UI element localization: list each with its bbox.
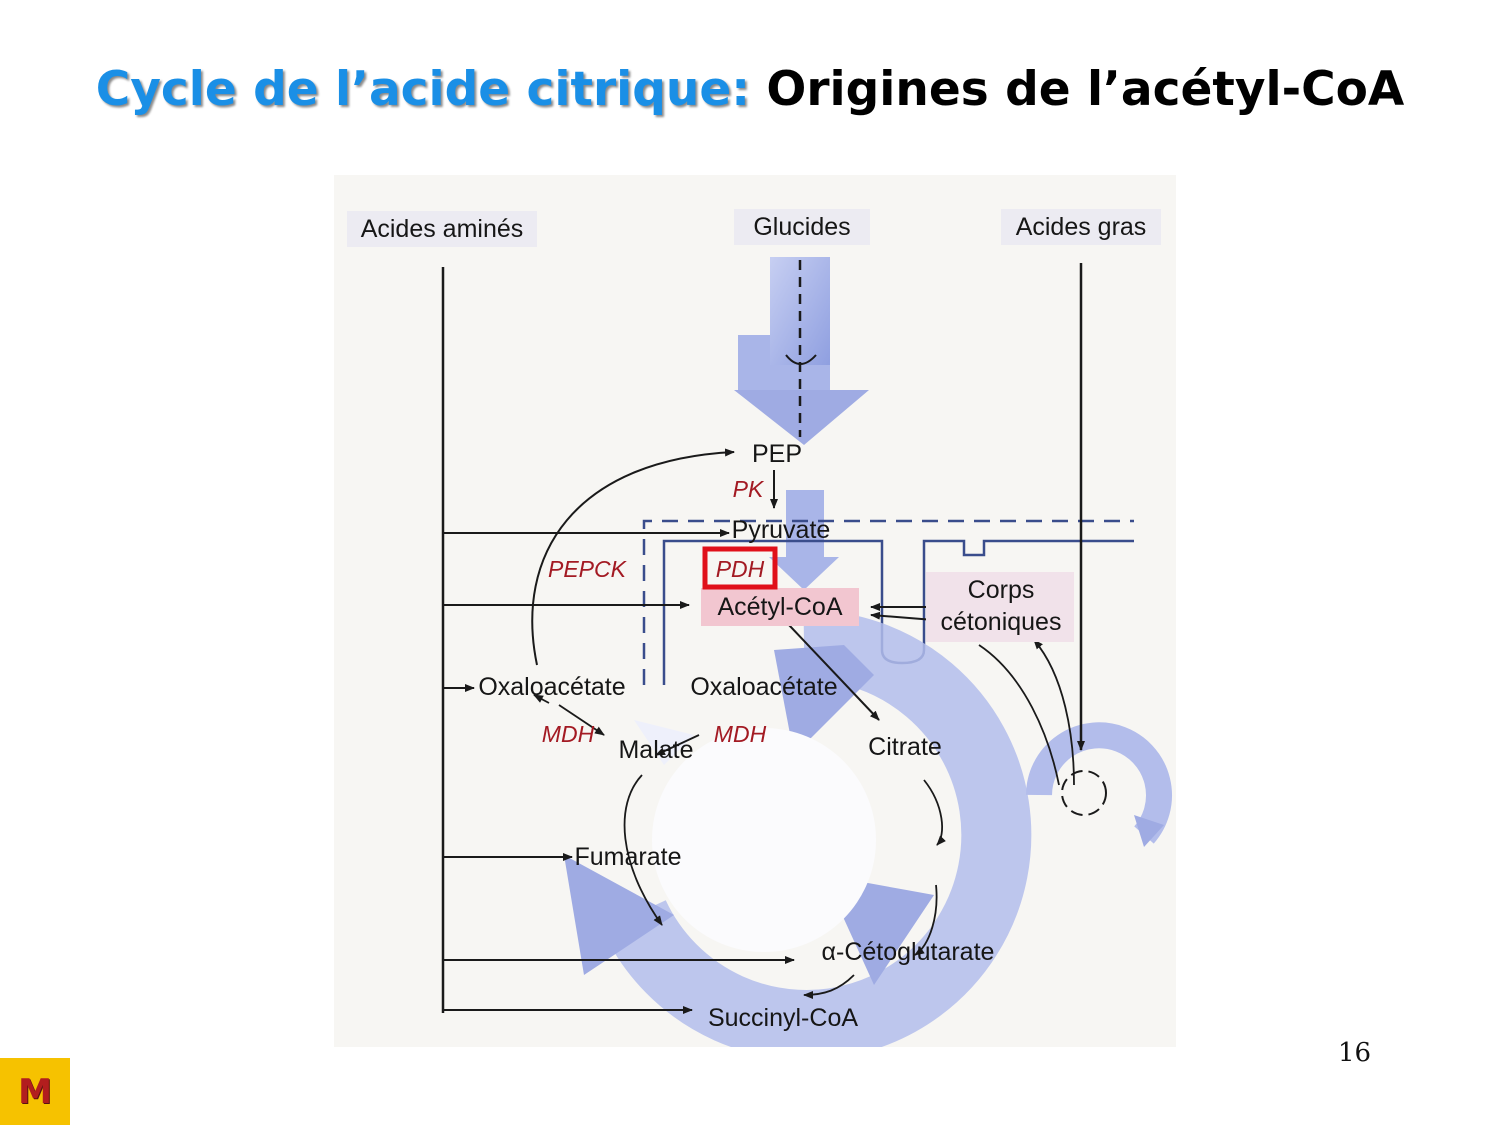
logo: M: [0, 1058, 70, 1125]
pathway-arrows: [531, 448, 1075, 999]
succinyl-coa-label: Succinyl-CoA: [708, 1004, 858, 1032]
logo-letter: M: [18, 1071, 52, 1112]
amino-acids-label: Acides aminés: [361, 215, 524, 243]
acetyl-coa-box: [701, 588, 859, 626]
title-part-2: Origines de l’acétyl-CoA: [766, 62, 1405, 117]
pepck-enzyme-label: PEPCK: [548, 556, 628, 582]
pep-label: PEP: [752, 440, 802, 468]
malate-label: Malate: [618, 736, 693, 764]
acetyl-coa-label: Acétyl-CoA: [717, 593, 842, 621]
pyruvate-label: Pyruvate: [732, 516, 831, 544]
carbohydrates-box: [734, 209, 870, 245]
metabolic-diagram: Acides aminés Glucides Acides gras PEP P…: [334, 175, 1176, 1060]
ketone-bodies-label-line1: Corps: [968, 576, 1035, 604]
beta-oxidation-spiral: [1026, 722, 1172, 847]
pdh-enzyme-label: PDH: [716, 556, 765, 582]
fatty-acids-label: Acides gras: [1016, 213, 1147, 241]
glycolysis-flow-arrow: [734, 257, 869, 445]
page-number: 16: [1338, 1038, 1372, 1068]
citrate-label: Citrate: [868, 733, 942, 761]
pk-enzyme-label: PK: [733, 476, 765, 502]
pdh-highlight-box: [702, 546, 778, 590]
oxaloacetate-cyto-label: Oxaloacétate: [478, 673, 625, 701]
metabolic-diagram-svg: Acides aminés Glucides Acides gras PEP P…: [347, 209, 1172, 1060]
fumarate-label: Fumarate: [575, 843, 682, 871]
amino-acid-arrows: [441, 267, 795, 1014]
carbohydrates-label: Glucides: [753, 213, 850, 241]
mdh-mito-enzyme-label: MDH: [714, 721, 767, 747]
title-part-1: Cycle de l’acide citrique:: [95, 62, 751, 117]
fatty-acids-box: [1001, 209, 1161, 245]
mdh-cyto-enzyme-label: MDH: [542, 721, 595, 747]
ketone-bodies-box: [926, 572, 1074, 642]
oxaloacetate-mito-label: Oxaloacétate: [690, 673, 837, 701]
citric-acid-cycle-flow: [564, 609, 1032, 1060]
amino-acids-box: [347, 211, 537, 247]
alpha-ketoglutarate-label: α-Cétoglutarate: [822, 938, 995, 966]
slide-title: Cycle de l’acide citrique: Origines de l…: [0, 62, 1500, 117]
ketone-bodies-label-line2: cétoniques: [941, 608, 1062, 636]
